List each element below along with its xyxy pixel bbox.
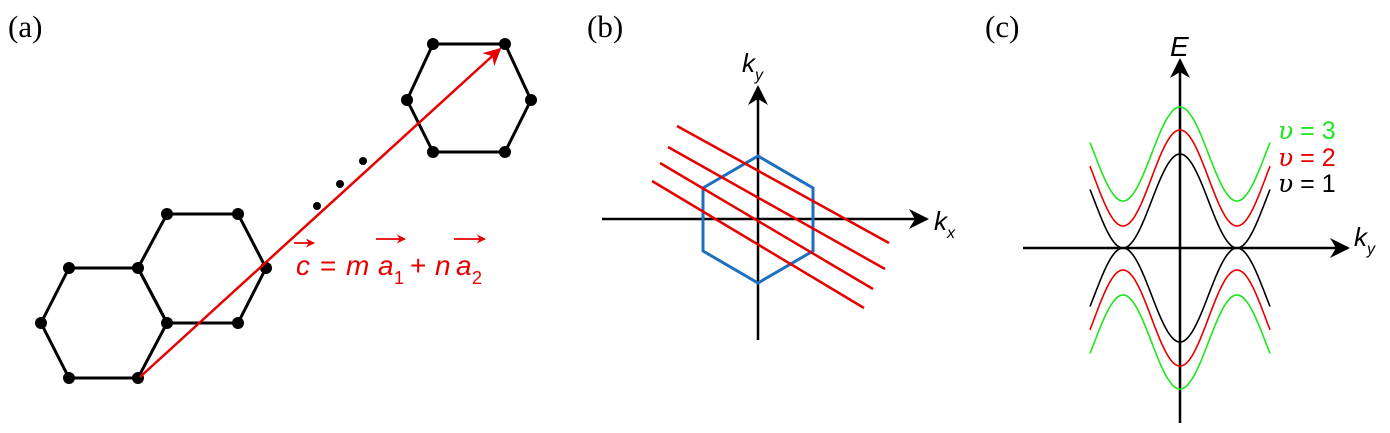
- atom: [63, 262, 75, 274]
- band-v3-valence: [1089, 294, 1271, 390]
- lattice-atoms: [35, 38, 537, 384]
- panel-c-label: (c): [985, 9, 1019, 44]
- ellipsis-dot: [336, 180, 344, 188]
- band-legend: υ = 3 υ = 2 υ = 1: [1278, 116, 1336, 198]
- eq-m: m: [346, 250, 369, 281]
- eq-a2: a: [456, 250, 472, 281]
- panel-b: (b) kx ky: [587, 9, 956, 340]
- ky-label: ky: [742, 48, 764, 84]
- cutting-line: [651, 179, 865, 310]
- panel-c: (c) E ky υ = 3 υ = 2 υ = 1: [985, 9, 1376, 423]
- ellipsis-dot: [359, 157, 367, 165]
- cutting-line: [667, 145, 886, 271]
- atom: [427, 38, 439, 50]
- eq-a1: a: [378, 250, 394, 281]
- atom: [132, 262, 144, 274]
- atom: [63, 372, 75, 384]
- band-v1-conduction: [1089, 153, 1271, 249]
- eq-plus: +: [410, 250, 426, 281]
- atom: [525, 94, 537, 106]
- ky-label-c: ky: [1354, 222, 1376, 258]
- atom: [35, 317, 47, 329]
- eq-sub-2: 2: [472, 268, 482, 288]
- legend-v2: υ = 2: [1278, 143, 1336, 172]
- energy-label: E: [1170, 31, 1189, 62]
- atom: [232, 317, 244, 329]
- atom: [427, 146, 439, 158]
- energy-bands: [1089, 106, 1271, 390]
- atom: [161, 208, 173, 220]
- panel-a: (a): [8, 9, 537, 384]
- atom: [232, 208, 244, 220]
- cutting-lines: [651, 124, 890, 310]
- band-v2-valence: [1089, 269, 1271, 367]
- eq-equals: =: [320, 250, 336, 281]
- panel-a-label: (a): [8, 9, 42, 44]
- panel-b-label: (b): [587, 9, 623, 44]
- eq-c: c: [296, 250, 310, 281]
- chiral-vector-equation: c = m a 1 + n a 2: [294, 234, 486, 288]
- legend-v1: υ = 1: [1278, 169, 1336, 198]
- ellipsis-dots: [313, 157, 367, 210]
- cutting-line: [676, 124, 890, 245]
- band-v3-conduction: [1089, 106, 1271, 202]
- cutting-line: [659, 161, 874, 291]
- hexagon-middle: [136, 212, 268, 325]
- kx-label: kx: [934, 206, 956, 242]
- legend-v3: υ = 3: [1278, 116, 1336, 145]
- ellipsis-dot: [313, 202, 321, 210]
- atom: [499, 38, 511, 50]
- band-v2-conduction: [1089, 129, 1271, 227]
- atom: [499, 146, 511, 158]
- chiral-vector-arrow: [139, 47, 502, 378]
- graphene-lattice: [39, 42, 533, 380]
- band-v1-valence: [1089, 247, 1271, 343]
- atom: [161, 317, 173, 329]
- eq-sub-1: 1: [394, 268, 404, 288]
- hexagon-top-right: [405, 42, 533, 154]
- atom: [401, 94, 413, 106]
- eq-n: n: [435, 250, 451, 281]
